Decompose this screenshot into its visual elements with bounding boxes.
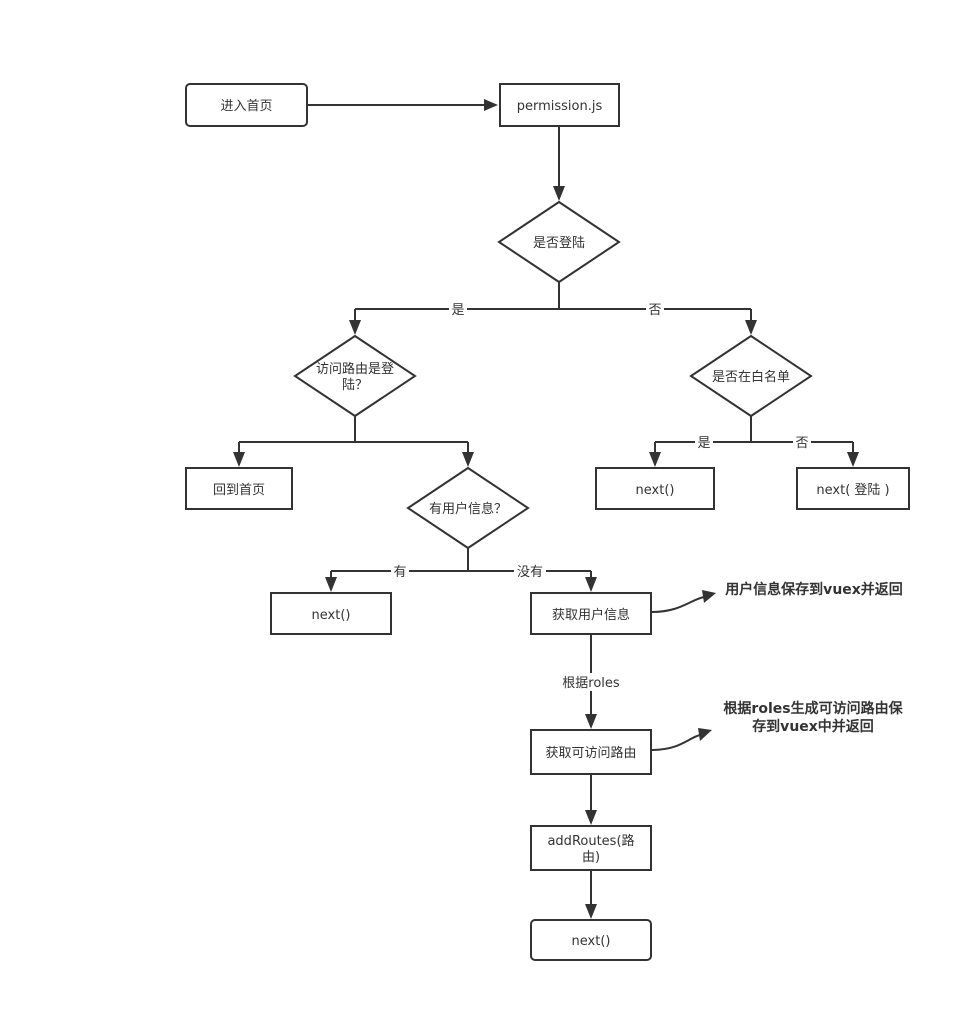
node-route-is-login-label-2: 陆？: [342, 377, 368, 393]
node-in-whitelist-label: 是否在白名单: [712, 369, 790, 385]
node-get-routes: 获取可访问路由: [530, 729, 652, 775]
node-permission-js: permission.js: [499, 83, 620, 127]
curve-gen-routes: [651, 734, 701, 751]
node-enter-home: 进入首页: [185, 83, 308, 127]
note-gen-routes-line-2: 存到vuex中并返回: [752, 718, 874, 735]
node-next-has-info: next(): [270, 592, 392, 635]
node-next-login-label: next( 登陆 ): [816, 482, 889, 498]
arrow-login-yes: [349, 320, 361, 335]
node-add-routes: addRoutes(路 由): [530, 825, 652, 871]
node-next-whitelist: next(): [595, 467, 715, 510]
node-add-routes-label-2: 由): [582, 850, 600, 865]
edge-label-yes: 是: [451, 303, 464, 318]
node-enter-home-label: 进入首页: [220, 99, 272, 114]
nodes: 进入首页 permission.js 是否登陆 访问路由是登 陆？ 是否在白名单…: [185, 83, 910, 961]
node-next-has-info-label: next(): [312, 608, 351, 623]
edge-label-has-not: 没有: [517, 565, 543, 580]
node-get-routes-label: 获取可访问路由: [545, 745, 636, 761]
arrow-route-home: [233, 452, 245, 467]
note-gen-routes-line-1: 根据roles生成可访问路由保: [723, 700, 903, 717]
node-back-home-label: 回到首页: [213, 483, 265, 498]
note-save-user-info: 用户信息保存到vuex并返回: [725, 581, 903, 598]
node-get-user-info-label: 获取用户信息: [552, 607, 630, 623]
arrow-wl-no: [847, 452, 859, 467]
arrow-add-next: [585, 904, 597, 919]
annotations: 用户信息保存到vuex并返回 根据roles生成可访问路由保 存到vuex中并返…: [723, 581, 903, 735]
arrow-wl-yes: [649, 452, 661, 467]
arrow-save-user-info: [702, 590, 716, 603]
arrow-info-hasnot: [585, 577, 597, 592]
node-in-whitelist: 是否在白名单: [689, 334, 813, 418]
node-is-logged-in-label: 是否登陆: [533, 235, 585, 251]
node-back-home: 回到首页: [185, 467, 293, 510]
edge-label-wl-yes: 是: [697, 436, 710, 451]
node-next-whitelist-label: next(): [636, 483, 675, 498]
node-next-final-label: next(): [572, 934, 611, 949]
node-has-user-info: 有用户信息？: [406, 466, 530, 550]
arrow-route-userinfo: [462, 452, 474, 467]
curve-save-user-info: [651, 596, 705, 613]
node-get-user-info: 获取用户信息: [530, 592, 652, 635]
edge-label-no: 否: [648, 303, 661, 318]
arrow-info-has: [325, 577, 337, 592]
edge-labels: 是 否 是 否 有 没有 根据roles: [391, 301, 811, 691]
arrow-userinfo-routes: [585, 714, 597, 729]
arrow-login-no: [745, 320, 757, 335]
arrow-permission-login: [553, 186, 565, 201]
node-has-user-info-label: 有用户信息？: [429, 501, 507, 517]
edge-label-wl-no: 否: [795, 436, 808, 451]
node-next-login: next( 登陆 ): [796, 467, 910, 510]
node-permission-js-label: permission.js: [517, 99, 603, 114]
edge-label-has: 有: [393, 565, 406, 580]
node-route-is-login: 访问路由是登 陆？: [293, 334, 417, 418]
node-route-is-login-label-1: 访问路由是登: [316, 361, 394, 377]
edge-label-by-roles: 根据roles: [562, 676, 620, 691]
arrow-routes-add: [585, 810, 597, 825]
arrow-enter-permission: [484, 99, 498, 111]
node-next-final: next(): [530, 919, 652, 961]
arrow-gen-routes: [698, 728, 712, 741]
node-add-routes-label-1: addRoutes(路: [547, 833, 634, 849]
node-is-logged-in: 是否登陆: [497, 200, 621, 284]
connectors: [233, 99, 859, 919]
